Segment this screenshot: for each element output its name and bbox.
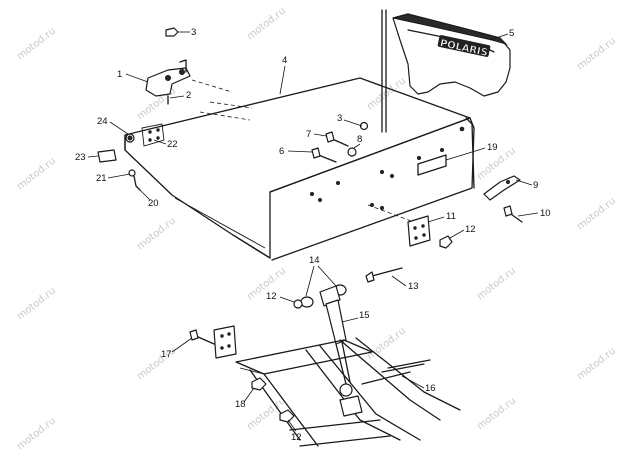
callout-3-top: 3 — [178, 27, 196, 38]
watermark-text: motod.ru — [475, 395, 518, 432]
svg-text:9: 9 — [533, 180, 538, 191]
nut-top — [165, 27, 179, 37]
svg-text:16: 16 — [425, 383, 436, 394]
seat-backrest: POLARIS — [392, 13, 511, 97]
callout-18: 18 — [235, 387, 255, 410]
hinge-plate — [125, 123, 165, 147]
svg-text:8: 8 — [357, 134, 362, 145]
watermark-text: motod.ru — [15, 155, 58, 192]
svg-text:19: 19 — [487, 142, 498, 153]
callout-22: 22 — [153, 139, 178, 150]
svg-text:10: 10 — [540, 208, 551, 219]
watermark-text: motod.ru — [15, 415, 58, 452]
callout-2: 2 — [169, 90, 191, 101]
pivot-bolt — [339, 371, 411, 417]
callout-12-mid: 12 — [266, 291, 295, 303]
watermark-text: motod.ru — [15, 285, 58, 322]
watermark-text: motod.ru — [575, 345, 618, 382]
svg-text:20: 20 — [148, 198, 159, 209]
striker-plate — [407, 215, 453, 249]
watermark-text: motod.ru — [365, 325, 408, 362]
svg-text:6: 6 — [279, 146, 284, 157]
mount-bolts — [311, 121, 369, 163]
watermark-layer: motod.ru motod.ru motod.ru motod.ru motod.ru… — [15, 5, 618, 452]
callout-5: 5 — [489, 28, 514, 41]
callout-7: 7 — [306, 129, 327, 140]
callout-3-mid: 3 — [337, 113, 363, 127]
watermark-text: motod.ru — [475, 265, 518, 302]
seat-base-tray — [124, 77, 475, 261]
callout-21: 21 — [96, 173, 131, 184]
callout-13: 13 — [391, 275, 419, 292]
svg-text:24: 24 — [97, 116, 108, 127]
svg-text:2: 2 — [186, 90, 191, 101]
svg-text:7: 7 — [306, 129, 311, 140]
warning-decal — [97, 149, 117, 163]
hinge-bracket — [145, 59, 233, 105]
svg-text:12: 12 — [465, 224, 476, 235]
callout-17: 17 — [161, 337, 193, 360]
callout-10: 10 — [517, 208, 551, 219]
watermark-text: motod.ru — [245, 5, 288, 42]
callout-15: 15 — [341, 310, 370, 323]
svg-text:3: 3 — [191, 27, 196, 38]
svg-text:13: 13 — [408, 281, 419, 292]
retainer-clip — [128, 169, 141, 191]
svg-text:4: 4 — [282, 55, 287, 66]
svg-text:12: 12 — [291, 432, 302, 443]
svg-text:17: 17 — [161, 349, 172, 360]
callout-23: 23 — [75, 152, 99, 163]
gas-strut — [293, 267, 403, 397]
callout-1: 1 — [117, 69, 149, 83]
callout-12-bottom: 12 — [287, 419, 302, 443]
strut-bracket — [189, 325, 237, 359]
svg-text:11: 11 — [446, 211, 456, 222]
svg-text:14: 14 — [309, 255, 320, 266]
latch-handle — [483, 175, 523, 223]
callout-16: 16 — [401, 375, 436, 394]
callout-14: 14 — [305, 255, 337, 297]
lower-nut-left — [251, 377, 267, 391]
callout-layer: 1 2 3 3 4 5 6 7 8 9 10 11 12 12 12 13 14… — [75, 27, 551, 443]
svg-text:23: 23 — [75, 152, 86, 163]
callout-9: 9 — [515, 179, 538, 191]
lower-nut-bottom — [279, 409, 295, 423]
watermark-text: motod.ru — [135, 215, 178, 252]
watermark-text: motod.ru — [575, 195, 618, 232]
svg-text:5: 5 — [509, 28, 514, 39]
lower-frame — [235, 337, 461, 447]
watermark-text: motod.ru — [15, 25, 58, 62]
callout-19: 19 — [445, 142, 498, 161]
svg-text:12: 12 — [266, 291, 277, 302]
callout-20: 20 — [139, 189, 159, 209]
svg-text:1: 1 — [117, 69, 122, 80]
svg-text:18: 18 — [235, 399, 246, 410]
svg-text:22: 22 — [167, 139, 178, 150]
callout-12-right: 12 — [449, 224, 476, 239]
callout-4: 4 — [279, 55, 287, 95]
svg-text:21: 21 — [96, 173, 107, 184]
svg-text:15: 15 — [359, 310, 370, 321]
callout-6: 6 — [279, 146, 313, 157]
watermark-text: motod.ru — [575, 35, 618, 72]
svg-text:3: 3 — [337, 113, 342, 124]
callout-8: 8 — [353, 134, 362, 149]
callout-24: 24 — [97, 116, 129, 135]
callout-11: 11 — [427, 211, 456, 223]
